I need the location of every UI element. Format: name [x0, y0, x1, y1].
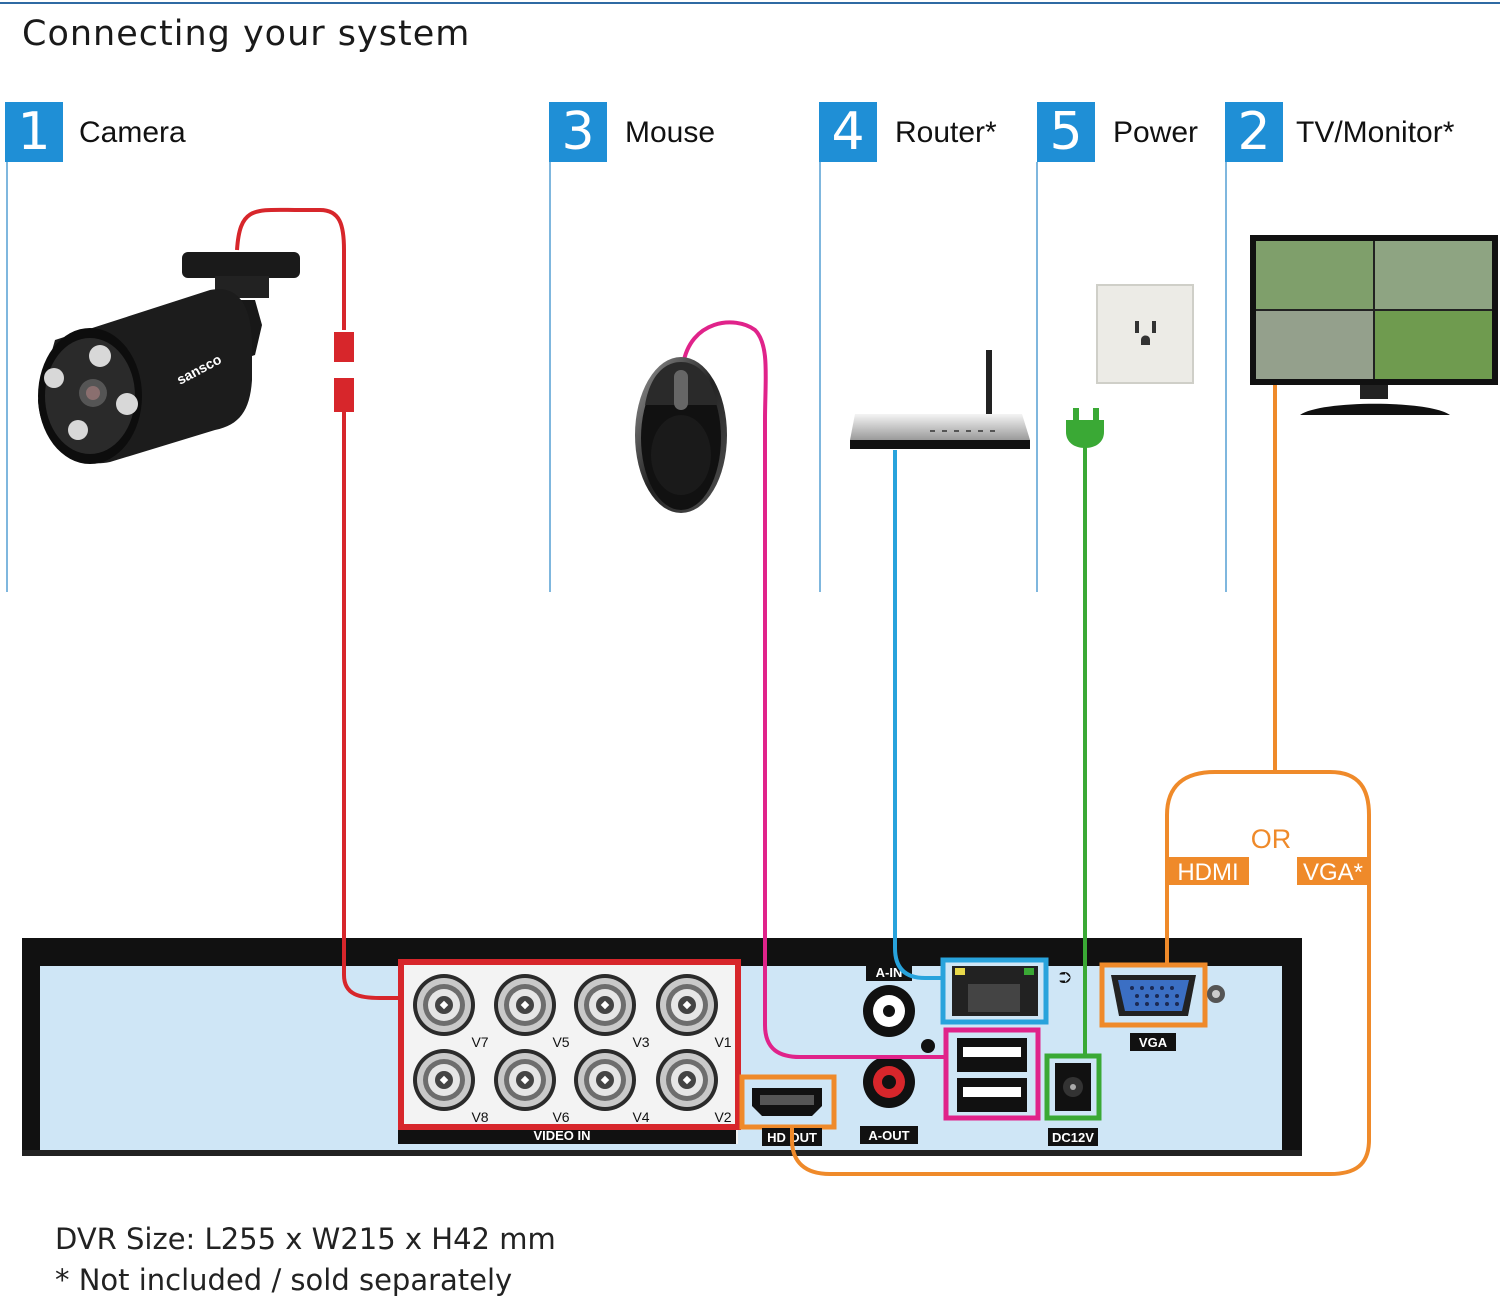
audio-out-port[interactable]: A-OUT	[860, 1056, 918, 1144]
router-cable	[893, 450, 943, 980]
or-label: OR	[1251, 824, 1292, 854]
dc12v-port[interactable]: DC12V	[1044, 1053, 1102, 1146]
usb-ports[interactable]	[943, 1027, 1041, 1121]
router-image	[850, 350, 1030, 449]
step-label: Mouse	[625, 116, 716, 149]
channel-label: V5	[552, 1034, 569, 1050]
vga-tag: VGA*	[1297, 857, 1369, 886]
channel-label: V8	[471, 1109, 488, 1125]
svg-text:A-IN: A-IN	[876, 965, 903, 980]
step-number: 5	[1037, 102, 1095, 162]
channel-label: V7	[471, 1034, 488, 1050]
column-divider	[1036, 162, 1038, 592]
screw	[921, 1039, 935, 1053]
monitor-image	[1250, 235, 1498, 415]
not-included-note: * Not included / sold separately	[55, 1263, 513, 1297]
column-divider	[549, 162, 551, 592]
svg-text:HDMI: HDMI	[1177, 859, 1238, 886]
step-label: Power	[1113, 116, 1199, 149]
svg-text:VGA*: VGA*	[1303, 859, 1363, 886]
camera-cable	[235, 207, 346, 330]
step-label: Router*	[895, 116, 997, 149]
svg-text:A-OUT: A-OUT	[868, 1128, 909, 1143]
vga-port[interactable]: VGA	[1099, 962, 1225, 1051]
mouse-cable	[681, 320, 946, 1059]
camera-image: sansco	[38, 252, 300, 464]
page-title: Connecting your system	[22, 14, 471, 54]
column-divider	[819, 162, 821, 592]
bnc-port-v5[interactable]: V5	[494, 974, 570, 1050]
mouse-image	[635, 357, 727, 513]
step-label: Camera	[79, 116, 186, 149]
bnc-port-v6[interactable]: V6	[494, 1049, 570, 1125]
svg-text:VGA: VGA	[1139, 1035, 1168, 1050]
network-icon: ⮊	[1059, 968, 1071, 987]
camera-connector	[334, 332, 354, 362]
camera-connector	[334, 378, 354, 412]
display-cable	[790, 770, 1371, 1176]
hdmi-tag: HDMI	[1167, 857, 1249, 886]
channel-label: V6	[552, 1109, 569, 1125]
channel-label: V3	[632, 1034, 649, 1050]
bnc-port-v3[interactable]: V3	[574, 974, 650, 1050]
power-plug-icon	[1066, 408, 1104, 448]
step-label: TV/Monitor*	[1296, 116, 1455, 149]
ethernet-port[interactable]	[940, 957, 1049, 1025]
bnc-port-v8[interactable]: V8	[413, 1049, 489, 1125]
step-number: 4	[819, 102, 877, 162]
top-rule	[0, 2, 1500, 4]
svg-text:DC12V: DC12V	[1052, 1130, 1094, 1145]
bnc-port-v1[interactable]: V1	[656, 974, 732, 1050]
dvr-size-text: DVR Size: L255 x W215 x H42 mm	[55, 1222, 556, 1256]
channel-label: V4	[632, 1109, 649, 1125]
channel-label: V1	[714, 1034, 731, 1050]
step-number: 3	[549, 102, 607, 162]
step-number: 1	[5, 102, 63, 162]
camera-cable	[342, 412, 401, 1000]
bnc-port-v7[interactable]: V7	[413, 974, 489, 1050]
power-outlet-image	[1096, 284, 1194, 384]
step-number: 2	[1225, 102, 1283, 162]
video-in-label: VIDEO IN	[533, 1128, 590, 1143]
channel-label: V2	[714, 1109, 731, 1125]
column-divider	[1225, 162, 1227, 592]
bnc-port-v2[interactable]: V2	[656, 1049, 732, 1125]
hdmi-out-port[interactable]: HD OUT	[739, 1074, 837, 1146]
column-divider	[6, 162, 8, 592]
bnc-port-v4[interactable]: V4	[574, 1049, 650, 1125]
